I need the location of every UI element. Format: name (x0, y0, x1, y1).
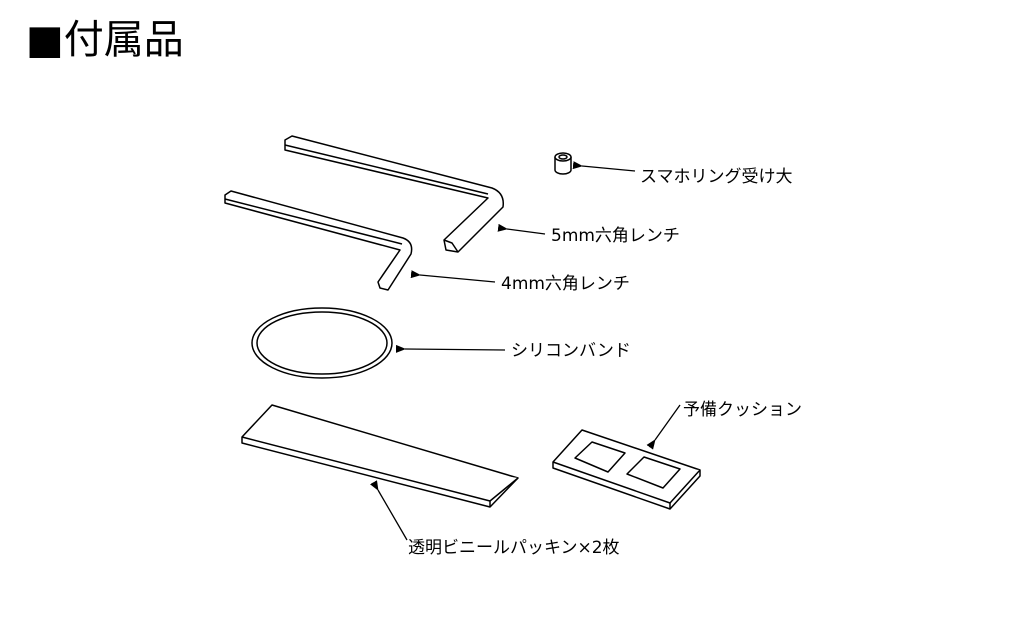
arrow-5mm (497, 223, 546, 235)
label-ring-holder: スマホリング受け大 (640, 167, 793, 187)
arrow-ring-holder (572, 161, 636, 172)
arrow-band (395, 344, 506, 353)
hex-wrench-5mm-icon (284, 135, 505, 253)
ring-holder-icon (554, 152, 572, 175)
silicone-band-icon (251, 307, 393, 379)
label-silicone-band: シリコンバンド (511, 341, 631, 361)
spare-cushion-icon (552, 429, 701, 510)
arrow-cushion (646, 404, 681, 450)
clear-vinyl-packing-icon (241, 404, 519, 508)
label-hex-wrench-5mm: 5mm六角レンチ (551, 226, 680, 246)
label-spare-cushion: 予備クッション (683, 400, 802, 420)
arrow-4mm (410, 270, 496, 283)
page-title: ■付属品 (26, 17, 184, 63)
label-hex-wrench-4mm: 4mm六角レンチ (501, 274, 630, 294)
label-clear-vinyl-packing: 透明ビニールパッキン×2枚 (408, 538, 620, 558)
arrow-packing (370, 480, 408, 541)
hex-wrench-4mm-icon (224, 190, 413, 291)
